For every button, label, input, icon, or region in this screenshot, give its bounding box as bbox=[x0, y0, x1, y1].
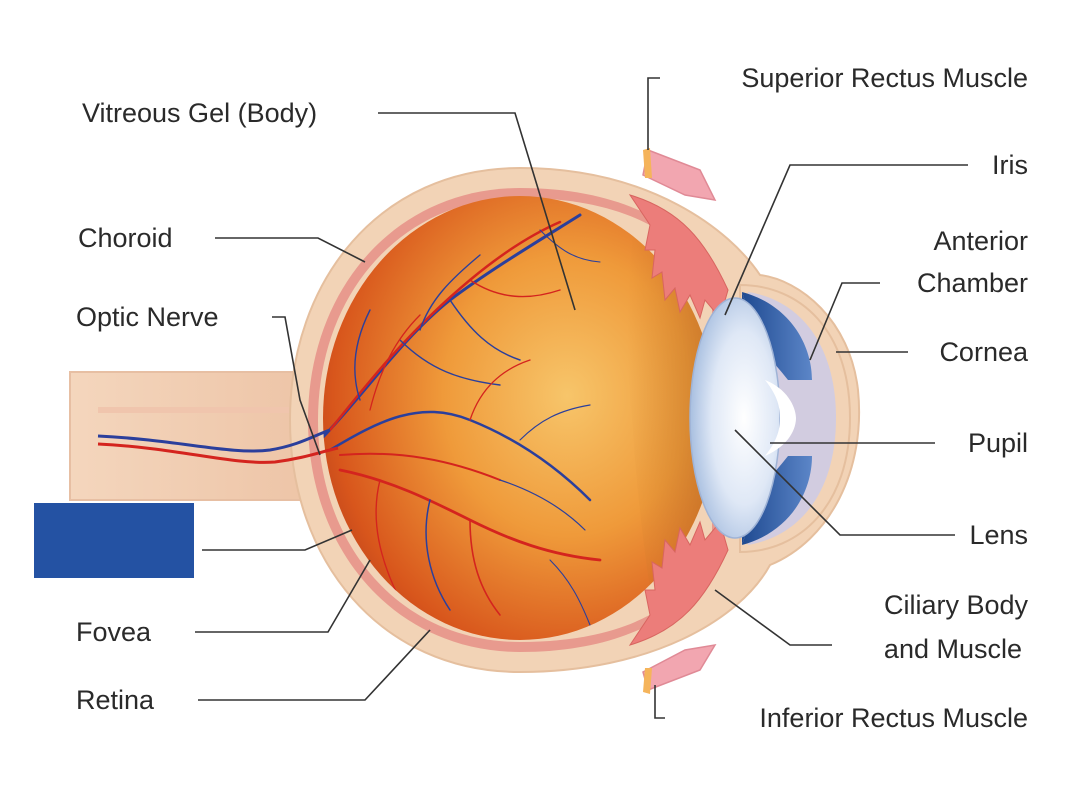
label-inferior-rectus: Inferior Rectus Muscle bbox=[759, 703, 1028, 733]
label-choroid: Choroid bbox=[78, 223, 173, 253]
optic-nerve-vein bbox=[97, 428, 331, 453]
label-lens: Lens bbox=[969, 520, 1028, 550]
leader-lines bbox=[195, 77, 968, 719]
label-vitreous-gel: Vitreous Gel (Body) bbox=[82, 98, 317, 128]
label-pupil: Pupil bbox=[968, 428, 1028, 458]
label-optic-nerve: Optic Nerve bbox=[76, 302, 219, 332]
superior-rectus-muscle bbox=[642, 148, 717, 201]
retinal-blood-vessels bbox=[323, 213, 602, 626]
label-fovea: Fovea bbox=[76, 617, 152, 647]
label-cornea: Cornea bbox=[939, 337, 1029, 367]
label-iris: Iris bbox=[992, 150, 1028, 180]
label-anterior-chamber-2: Chamber bbox=[917, 268, 1028, 298]
ciliary-body-lower bbox=[628, 520, 729, 646]
pupil bbox=[765, 380, 796, 456]
iris bbox=[742, 292, 812, 380]
label-ciliary-2: and Muscle bbox=[884, 634, 1022, 664]
lens bbox=[689, 297, 781, 539]
ciliary-body-upper bbox=[628, 194, 729, 320]
label-superior-rectus: Superior Rectus Muscle bbox=[741, 63, 1028, 93]
label-anterior-chamber-1: Anterior bbox=[933, 226, 1028, 256]
redaction-box bbox=[34, 503, 194, 578]
inferior-rectus-muscle bbox=[642, 643, 717, 691]
vitreous-body bbox=[323, 196, 717, 640]
optic-nerve-artery bbox=[97, 442, 339, 464]
label-retina: Retina bbox=[76, 685, 155, 715]
label-ciliary-1: Ciliary Body bbox=[884, 590, 1029, 620]
